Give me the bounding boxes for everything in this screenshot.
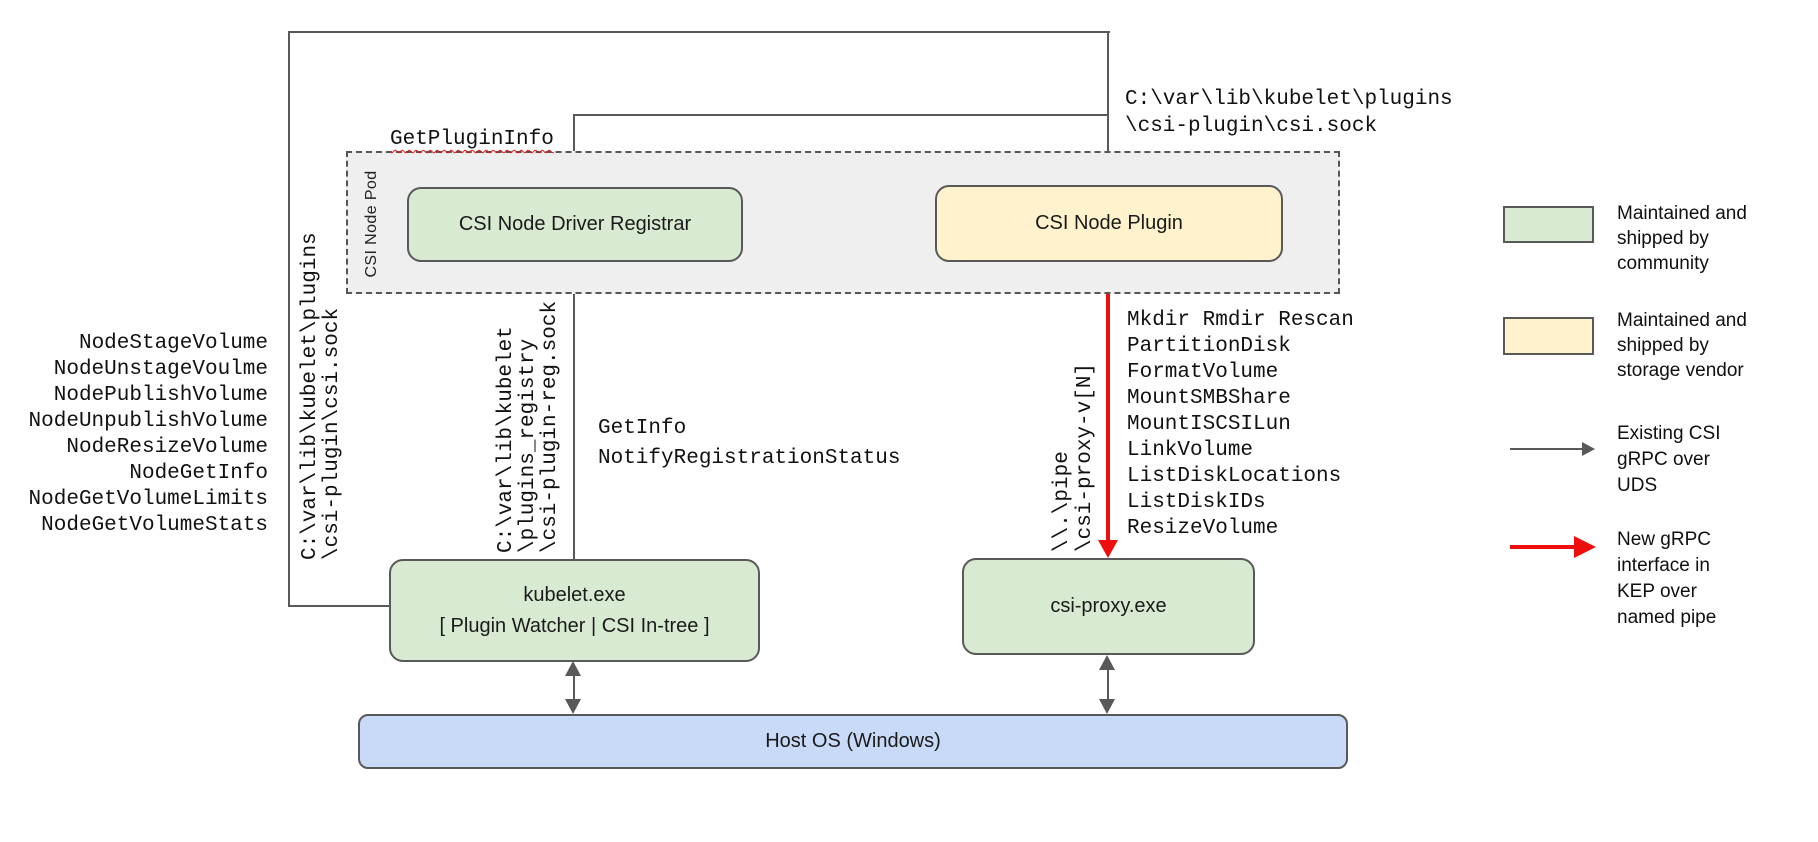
legend-vendor-label: Maintained and shipped by storage vendor — [1617, 310, 1747, 381]
csi-proxy-box: csi-proxy.exe — [962, 558, 1255, 655]
connector-namedpipe-red — [1106, 262, 1110, 542]
legend-pipe-arrow-line — [1510, 545, 1576, 549]
legend-vendor-swatch — [1503, 317, 1594, 355]
csi-sock-path-vertical-label: C:\var\lib\kubelet\plugins \csi-plugin\c… — [299, 232, 344, 560]
named-pipe-label: \\.\pipe \csi-proxy-v[N] — [1051, 362, 1097, 552]
legend-uds-arrow-line — [1510, 448, 1582, 450]
getplugininfo-label: GetPluginInfo — [390, 128, 554, 151]
registration-sock-path-label: C:\var\lib\kubelet \plugins_registry \cs… — [495, 300, 562, 553]
legend-pipe-arrowhead-icon — [1574, 536, 1596, 558]
csi-node-driver-registrar-box: CSI Node Driver Registrar — [407, 187, 743, 262]
connector-kubelet-outer-top — [288, 31, 1110, 33]
connector-kubelet-outer-elbow — [288, 605, 391, 607]
registration-rpcs-label: GetInfo NotifyRegistrationStatus — [598, 417, 901, 470]
legend-uds-label: Existing CSI gRPC over UDS — [1617, 423, 1721, 496]
connector-kubelet-registrar-vertical — [573, 276, 575, 559]
csi-node-pod-label: CSI Node Pod — [363, 170, 380, 278]
legend-pipe-label: New gRPC interface in KEP over named pip… — [1617, 529, 1717, 628]
arrowhead-csiproxy-up-icon — [1099, 655, 1115, 670]
legend-community-label: Maintained and shipped by community — [1617, 203, 1747, 274]
csi-node-plugin-box: CSI Node Plugin — [935, 185, 1283, 262]
connector-csiproxy-hostos — [1107, 666, 1109, 704]
kubelet-box: kubelet.exe [ Plugin Watcher | CSI In-tr… — [389, 559, 760, 662]
arrowhead-csiproxy-down-icon — [1099, 699, 1115, 714]
arrowhead-namedpipe-red-icon — [1098, 540, 1118, 558]
connector-kubelet-hostos — [573, 672, 575, 704]
legend-community-swatch — [1503, 206, 1594, 243]
connector-kubelet-outer-vertical — [288, 31, 290, 607]
host-os-box: Host OS (Windows) — [358, 714, 1348, 769]
connector-getplugininfo-horizontal — [573, 114, 1109, 116]
arrowhead-kubelet-up-icon — [565, 661, 581, 676]
connector-getplugininfo-vertical — [573, 114, 575, 187]
legend-uds-arrowhead-icon — [1582, 442, 1595, 456]
csi-proxy-rpc-list: Mkdir Rmdir Rescan PartitionDisk FormatV… — [1127, 309, 1354, 540]
connector-into-plugin-vertical — [1107, 31, 1109, 171]
arrowhead-kubelet-down-icon — [565, 699, 581, 714]
node-rpc-list: NodeStageVolume NodeUnstageVoulme NodePu… — [28, 332, 268, 537]
csi-sock-path-label: C:\var\lib\kubelet\plugins \csi-plugin\c… — [1125, 88, 1453, 138]
